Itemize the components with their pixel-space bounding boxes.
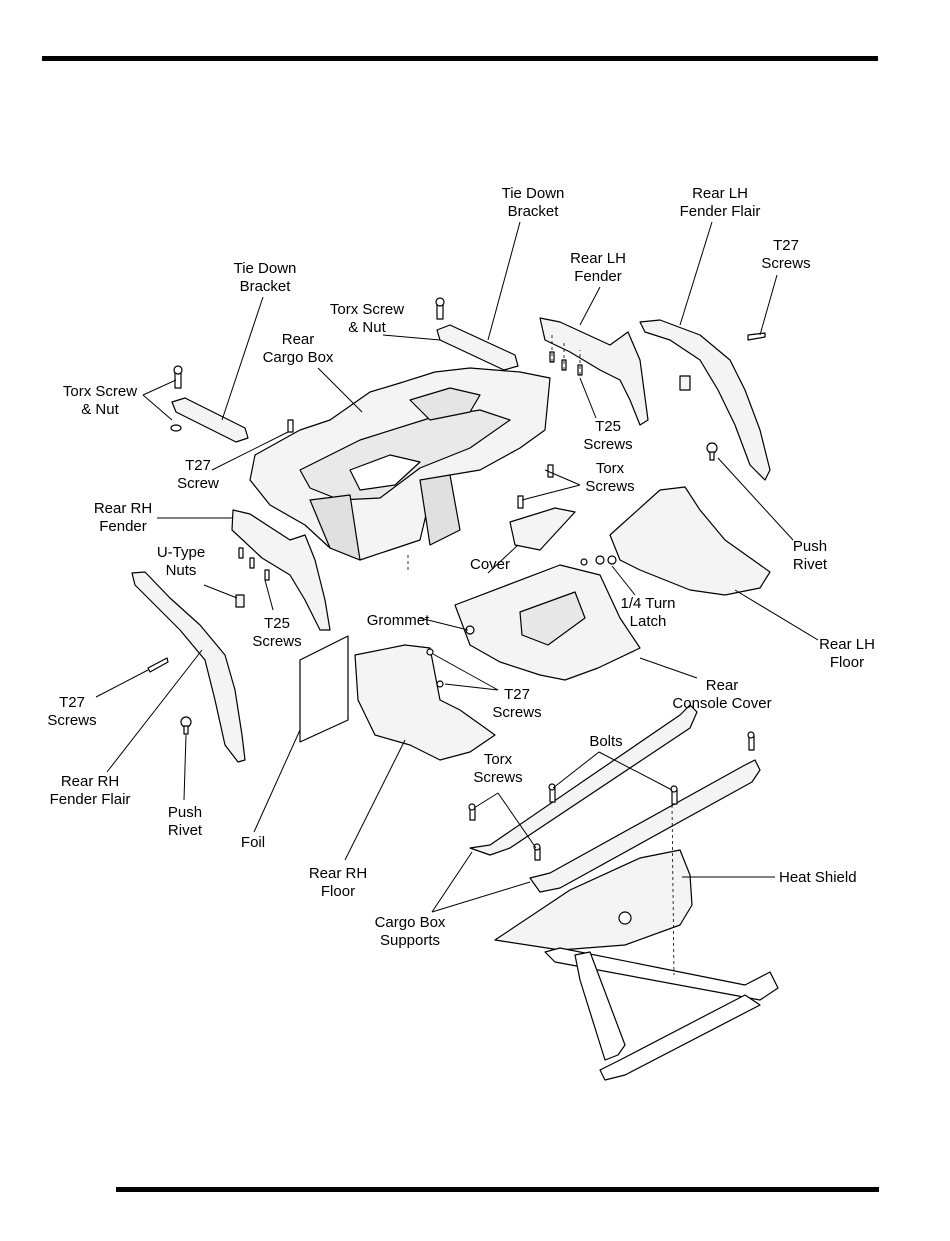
- rear-rh-fender-part: [231, 509, 331, 631]
- foil-part: [299, 635, 349, 743]
- rear-lh-floor-part: [609, 486, 771, 596]
- tie-down-bracket-left-part: [171, 397, 249, 443]
- label-bolts: Bolts: [589, 733, 623, 750]
- label-torx-screw-nut-left: Torx Screw& Nut: [62, 383, 138, 418]
- cover-part: [509, 507, 576, 551]
- rear-cargo-box-part: [249, 367, 551, 561]
- u-type-nut-right: [679, 375, 691, 391]
- cargo-box-support-front: [529, 759, 761, 893]
- header-rule: [42, 56, 878, 61]
- label-torx-screw-nut-center: Torx Screw& Nut: [329, 301, 405, 336]
- fasteners: [147, 297, 766, 861]
- leader-lines: [95, 221, 819, 913]
- heat-shield-part: [494, 849, 693, 951]
- label-grommet: Grommet: [366, 612, 430, 629]
- label-foil: Foil: [240, 834, 266, 851]
- alignment-dashes: [407, 335, 675, 976]
- rear-lh-fender-part: [539, 317, 649, 426]
- label-heat-shield: Heat Shield: [779, 869, 857, 886]
- frame-part: [544, 947, 779, 1081]
- rear-rh-fender-flair-part: [131, 571, 246, 763]
- tie-down-bracket-center-part: [436, 324, 519, 371]
- u-type-nut-left: [235, 594, 245, 608]
- footer-rule: [116, 1187, 879, 1192]
- rear-lh-fender-flair-part: [639, 319, 771, 481]
- label-cover: Cover: [469, 556, 511, 573]
- rear-rh-floor-part: [354, 644, 496, 761]
